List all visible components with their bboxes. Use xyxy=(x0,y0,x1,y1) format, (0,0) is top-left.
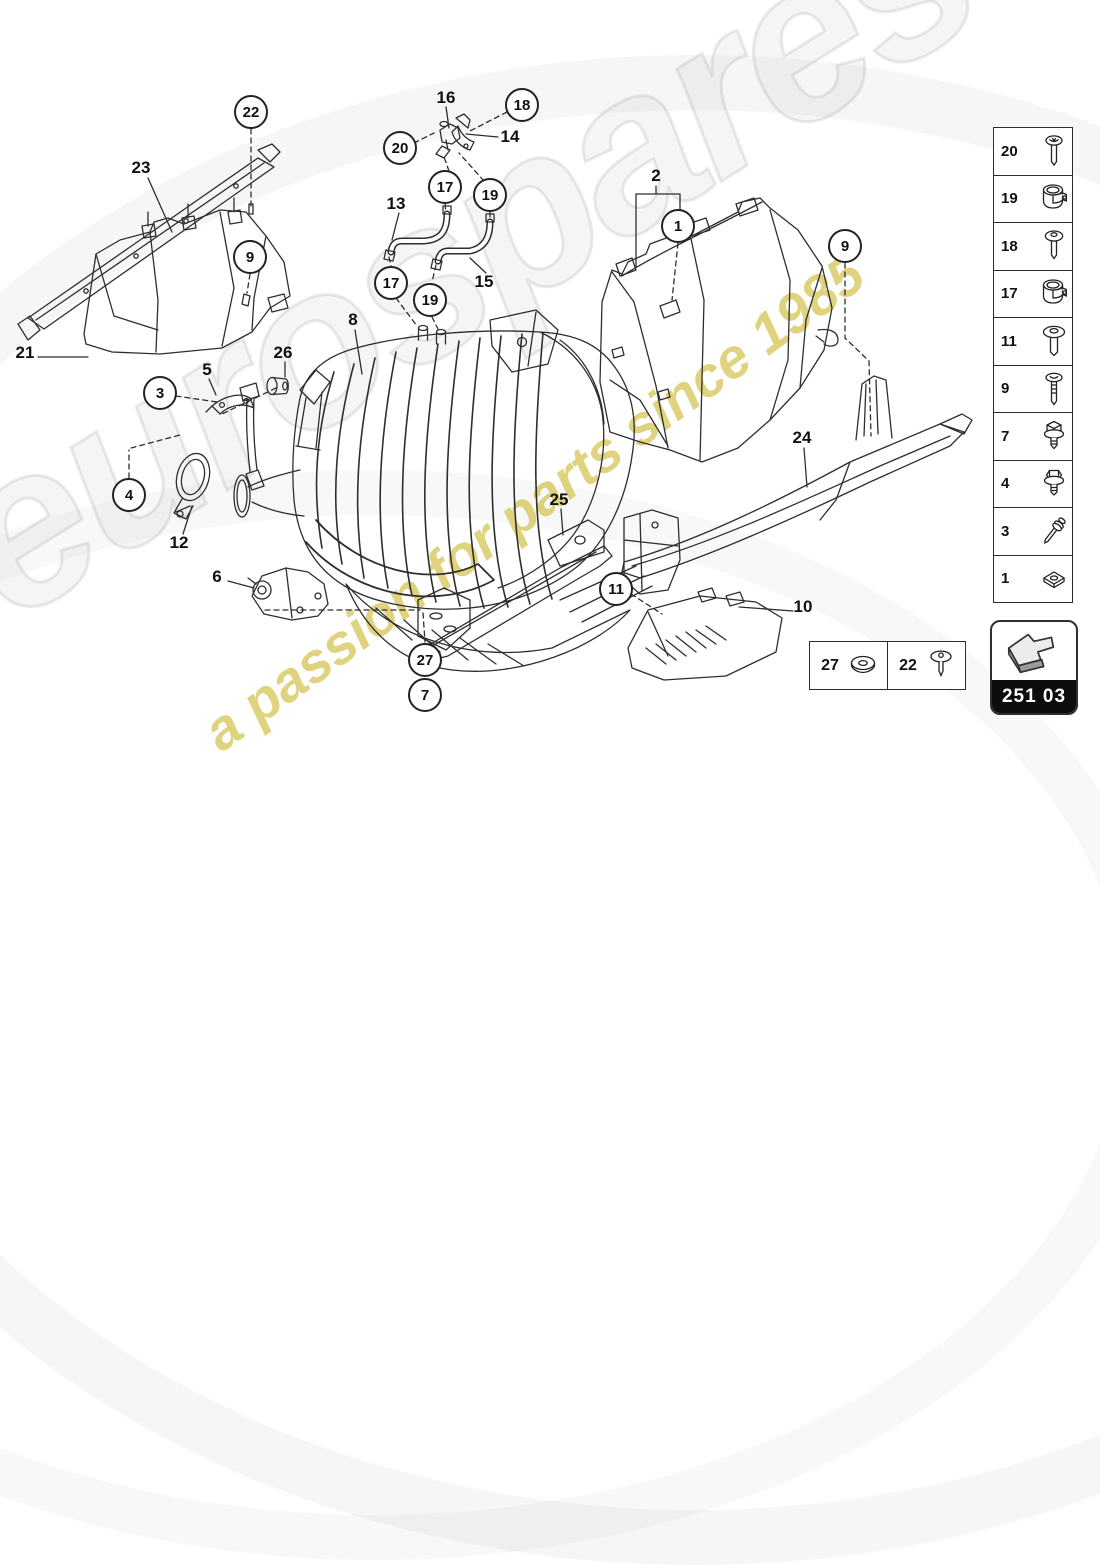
legend-item-11[interactable]: 11 xyxy=(994,317,1072,365)
callout-balloon-1[interactable]: 1 xyxy=(661,209,695,243)
legend-item-20[interactable]: 20 xyxy=(994,128,1072,175)
extras-item-22[interactable]: 22 xyxy=(887,642,965,689)
part-26-bushing xyxy=(267,378,288,395)
square-nut-icon xyxy=(1041,561,1067,597)
exploded-parts-drawing xyxy=(0,0,1100,800)
callout-balloon-7[interactable]: 7 xyxy=(408,678,442,712)
legend-ref: 17 xyxy=(1001,285,1018,303)
legend-ref: 4 xyxy=(1001,475,1010,493)
callout-balloon-9r[interactable]: 9 xyxy=(828,229,862,263)
long-bolt-icon xyxy=(1041,513,1067,549)
part-13-hose xyxy=(384,206,451,261)
part-5-bracket xyxy=(206,395,254,414)
callout-balloon-9[interactable]: 9 xyxy=(233,240,267,274)
part-label-21[interactable]: 21 xyxy=(15,343,35,362)
part-label-15[interactable]: 15 xyxy=(474,272,494,291)
part-label-5[interactable]: 5 xyxy=(202,360,212,379)
part-15-hose xyxy=(431,214,494,270)
legend-ref: 7 xyxy=(1001,427,1010,445)
callout-balloon-27[interactable]: 27 xyxy=(408,643,442,677)
legend-item-7[interactable]: 7 xyxy=(994,412,1072,460)
hose-clamp-icon xyxy=(1041,276,1067,312)
part-label-8[interactable]: 8 xyxy=(348,310,358,329)
legend-item-19[interactable]: 19 xyxy=(994,174,1072,223)
legend-item-4[interactable]: 4 xyxy=(994,459,1072,508)
legend-ref: 9 xyxy=(1001,380,1010,398)
part-8-silencer xyxy=(234,310,652,671)
part-label-13[interactable]: 13 xyxy=(386,194,406,213)
sems-bolt-icon xyxy=(1041,418,1067,454)
callout-balloon-19[interactable]: 19 xyxy=(473,178,507,212)
mushroom-head-screw-icon xyxy=(928,648,954,684)
callout-balloon-3[interactable]: 3 xyxy=(143,376,177,410)
callout-balloon-20[interactable]: 20 xyxy=(383,131,417,165)
legend-item-3[interactable]: 3 xyxy=(994,507,1072,555)
part-label-16[interactable]: 16 xyxy=(436,88,456,107)
legend-ref: 18 xyxy=(1001,237,1018,255)
legend-item-18[interactable]: 18 xyxy=(994,222,1072,270)
part-label-2[interactable]: 2 xyxy=(651,166,661,185)
part-label-25[interactable]: 25 xyxy=(549,490,569,509)
flange-bolt-icon xyxy=(1041,466,1067,502)
part-12-clamp xyxy=(171,450,214,519)
hose-clamp-icon xyxy=(1041,181,1067,217)
leader-lines xyxy=(38,107,807,611)
part-6-mount xyxy=(248,568,328,620)
legend-item-9[interactable]: 9 xyxy=(994,364,1072,413)
part-label-24[interactable]: 24 xyxy=(792,428,812,447)
callout-balloon-18[interactable]: 18 xyxy=(505,88,539,122)
page-code-label: 251 03 xyxy=(992,680,1076,713)
part-label-26[interactable]: 26 xyxy=(273,343,293,362)
fastener-legend: 20 19 18 17 11 9 7 4 3 1 xyxy=(993,127,1073,603)
part-label-10[interactable]: 10 xyxy=(793,597,813,616)
part-21-heat-shield xyxy=(84,198,290,354)
part-23-rail xyxy=(18,144,280,340)
long-pan-head-screw-icon xyxy=(1041,371,1067,407)
legend-ref: 20 xyxy=(1001,142,1018,160)
legend-ref: 3 xyxy=(1001,522,1010,540)
washer-head-screw-icon xyxy=(1041,323,1067,359)
back-arrow-icon xyxy=(992,622,1076,680)
dome-head-screw-icon xyxy=(1041,228,1067,264)
page-code-badge[interactable]: 251 03 xyxy=(990,620,1078,715)
part-24-beam xyxy=(622,376,972,594)
callout-balloon-17b[interactable]: 17 xyxy=(374,266,408,300)
pan-head-screw-icon xyxy=(1041,133,1067,169)
extras-ref: 22 xyxy=(899,656,917,674)
callout-balloon-22[interactable]: 22 xyxy=(234,95,268,129)
legend-ref: 11 xyxy=(1001,332,1017,350)
extras-ref: 27 xyxy=(821,656,839,674)
callout-balloon-4[interactable]: 4 xyxy=(112,478,146,512)
part-16-14-brackets xyxy=(436,114,474,158)
legend-ref: 19 xyxy=(1001,190,1018,208)
legend-item-1[interactable]: 1 xyxy=(994,554,1072,603)
extras-item-27[interactable]: 27 xyxy=(810,642,887,689)
callout-balloon-17[interactable]: 17 xyxy=(428,170,462,204)
part-label-6[interactable]: 6 xyxy=(212,567,222,586)
legend-item-17[interactable]: 17 xyxy=(994,269,1072,318)
callout-balloon-11[interactable]: 11 xyxy=(599,572,633,606)
dashed-leader-lines xyxy=(129,112,871,642)
part-label-14[interactable]: 14 xyxy=(500,127,520,146)
part-label-23[interactable]: 23 xyxy=(131,158,151,177)
part-10-tip xyxy=(628,588,782,680)
callout-balloon-19b[interactable]: 19 xyxy=(413,283,447,317)
flat-washer-icon xyxy=(850,648,876,684)
legend-ref: 1 xyxy=(1001,570,1010,588)
extras-box: 27 22 xyxy=(809,641,966,690)
part-label-12[interactable]: 12 xyxy=(169,533,189,552)
